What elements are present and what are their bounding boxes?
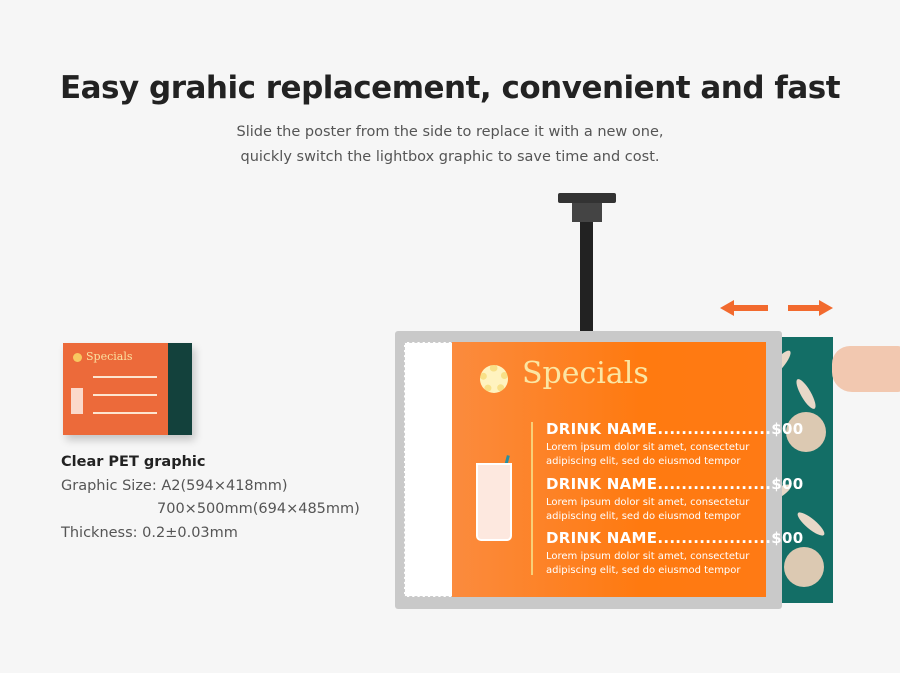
- menu-item: DRINK NAME...................$00 Lorem i…: [546, 529, 804, 577]
- spec-heading: Clear PET graphic: [61, 454, 206, 470]
- arrow-left-icon: [720, 300, 768, 316]
- hanging-pole: [580, 215, 593, 333]
- subtitle-line-1: Slide the poster from the side to replac…: [236, 124, 664, 140]
- drink-desc: adipiscing elit, sed do eiusmod tempor: [546, 455, 741, 467]
- spec-size-alt: 700×500mm(694×485mm): [157, 501, 360, 517]
- drink-desc: Lorem ipsum dolor sit amet, consectetur: [546, 551, 750, 562]
- arrow-right-icon: [788, 300, 833, 316]
- lightbox-empty-area: [404, 342, 454, 597]
- thumbnail-line: [93, 412, 157, 414]
- glass-icon: [476, 463, 512, 541]
- menu-item: DRINK NAME...................$00 Lorem i…: [546, 420, 804, 468]
- menu-item: DRINK NAME...................$00 Lorem i…: [546, 475, 804, 523]
- thumbnail-sun-icon: [73, 353, 82, 362]
- ceiling-mount-plate: [558, 193, 616, 203]
- thumbnail-title: Specials: [86, 350, 133, 363]
- drink-desc: Lorem ipsum dolor sit amet, consectetur: [546, 497, 750, 508]
- ceiling-mount-bracket: [572, 200, 602, 222]
- divider: [531, 422, 533, 575]
- spec-size: Graphic Size: A2(594×418mm): [61, 478, 288, 494]
- spec-thickness: Thickness: 0.2±0.03mm: [61, 525, 238, 541]
- thumbnail-glass-icon: [71, 388, 83, 414]
- drink-desc: adipiscing elit, sed do eiusmod tempor: [546, 510, 741, 522]
- poster-title: Specials: [522, 356, 649, 391]
- drink-name: DRINK NAME...................$00: [546, 529, 804, 547]
- graphic-thumbnail: Specials: [63, 343, 192, 435]
- sun-icon: [480, 365, 508, 393]
- drink-name: DRINK NAME...................$00: [546, 420, 804, 438]
- thumbnail-line: [93, 394, 157, 396]
- thumbnail-pattern: [168, 343, 192, 435]
- drink-desc: adipiscing elit, sed do eiusmod tempor: [546, 564, 741, 576]
- thumbnail-line: [93, 376, 157, 378]
- page-title: Easy grahic replacement, convenient and …: [59, 70, 841, 106]
- drink-name: DRINK NAME...................$00: [546, 475, 804, 493]
- hand: [832, 346, 900, 392]
- drink-desc: Lorem ipsum dolor sit amet, consectetur: [546, 442, 750, 453]
- subtitle-line-2: quickly switch the lightbox graphic to s…: [240, 149, 660, 165]
